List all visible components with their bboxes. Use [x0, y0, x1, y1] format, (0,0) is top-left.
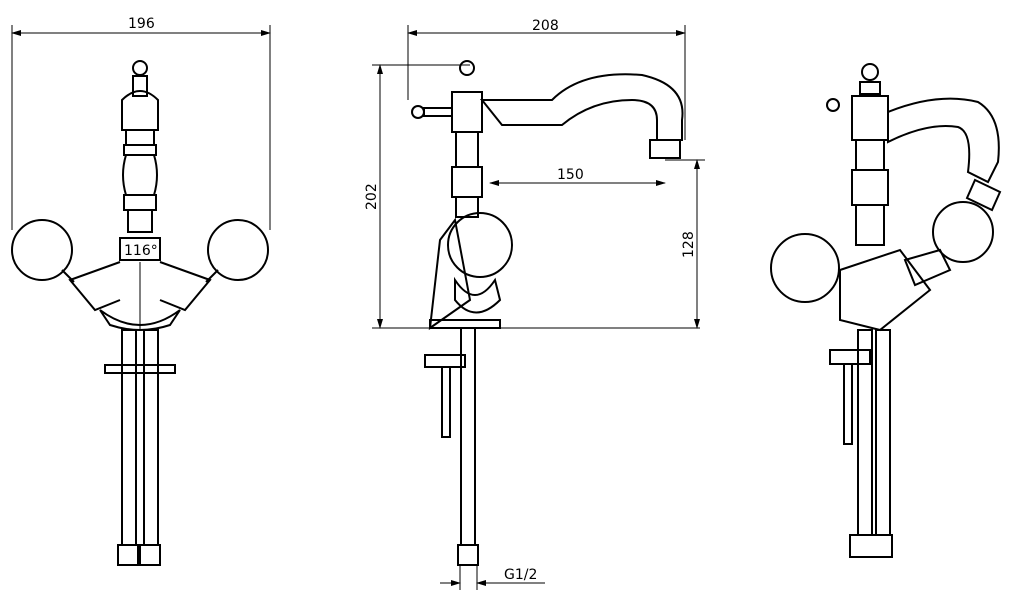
left-handle-crystal	[770, 233, 840, 303]
spout	[887, 97, 1000, 184]
right-handle-crystal	[207, 219, 269, 281]
thread-label: G1/2	[504, 567, 537, 583]
side-handle-crystal	[447, 212, 513, 278]
left-handle-crystal	[11, 219, 73, 281]
front-view: 196 116°	[11, 16, 271, 566]
spout-reach-label: 150	[557, 167, 584, 183]
side-height-label: 202	[364, 183, 380, 210]
angle-box	[119, 237, 161, 261]
side-view: 208 202 150 128 G1/2	[364, 18, 705, 590]
front-width-label: 196	[128, 16, 155, 32]
side-length-label: 208	[532, 18, 559, 34]
spout-height-label: 128	[681, 231, 697, 258]
right-handle-crystal	[932, 201, 994, 263]
perspective-view	[770, 63, 1002, 558]
spout	[479, 73, 684, 141]
handle-angle-label: 116°	[124, 243, 158, 259]
